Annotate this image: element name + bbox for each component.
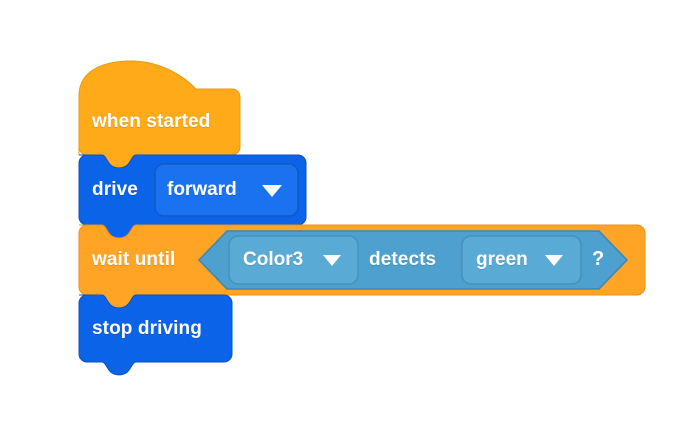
block-stop-driving[interactable] — [78, 294, 233, 376]
block-drive[interactable] — [78, 154, 307, 239]
stop-driving-label: stop driving — [92, 318, 202, 339]
color-value-chevron-down-icon[interactable] — [545, 255, 563, 266]
sensor-port-value[interactable]: Color3 — [243, 249, 304, 270]
drive-label: drive — [92, 179, 138, 200]
detects-label: detects — [369, 249, 437, 270]
wait-until-label: wait until — [92, 249, 176, 270]
color-value-dropdown[interactable] — [461, 235, 582, 285]
drive-direction-dropdown[interactable] — [154, 163, 299, 217]
sensor-port-dropdown[interactable] — [228, 235, 359, 285]
sensor-port-chevron-down-icon[interactable] — [323, 255, 341, 266]
color-value-value[interactable]: green — [476, 249, 528, 270]
boolean-question-mark: ? — [592, 248, 605, 270]
stop-driving-shape[interactable] — [78, 294, 233, 376]
drive-direction-value[interactable]: forward — [167, 179, 237, 200]
drive-direction-chevron-down-icon[interactable] — [262, 185, 282, 197]
when-started-label: when started — [92, 111, 211, 132]
block-wait-until[interactable] — [78, 224, 646, 309]
